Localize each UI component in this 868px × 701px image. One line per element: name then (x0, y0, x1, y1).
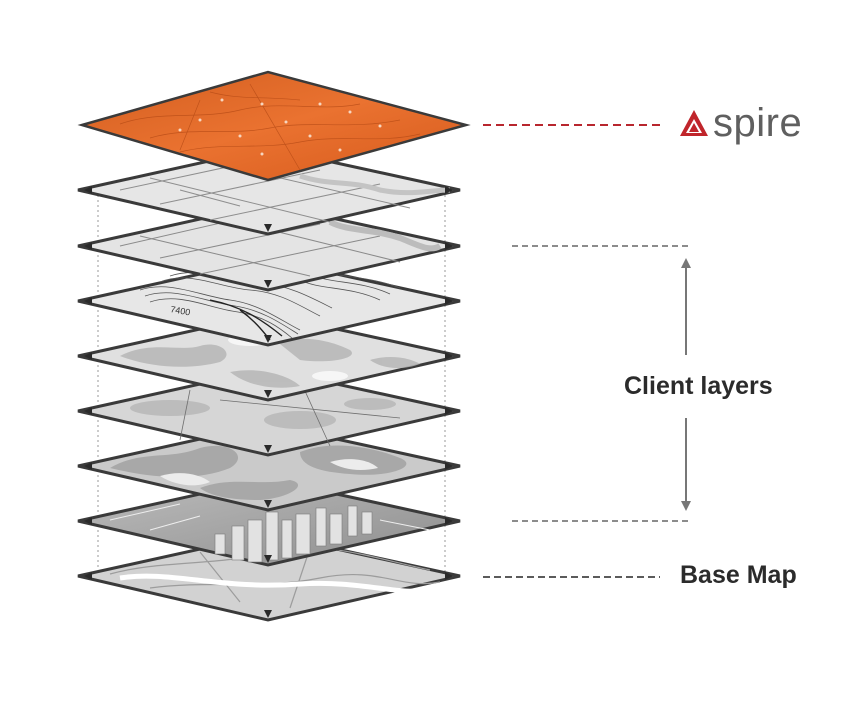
arrow-up-icon (681, 258, 691, 268)
corner-marker-icon (264, 280, 272, 288)
corner-marker-icon (445, 572, 453, 580)
corner-marker-icon (264, 555, 272, 563)
layer-hillshade (77, 312, 461, 402)
corner-marker-icon (445, 407, 453, 415)
corner-marker-icon (264, 500, 272, 508)
layer-landcover (77, 422, 461, 512)
arrow-down-icon (681, 501, 691, 511)
corner-marker-icon (445, 297, 453, 305)
corner-marker-icon (84, 462, 92, 470)
corner-marker-icon (445, 462, 453, 470)
corner-marker-icon (264, 445, 272, 453)
corner-marker-icon (445, 352, 453, 360)
corner-markers (84, 186, 453, 618)
base-map-label: Base Map (680, 561, 797, 589)
corner-marker-icon (84, 242, 92, 250)
corner-marker-icon (445, 517, 453, 525)
spire-logo-text: spire (713, 101, 803, 145)
contour-label: 7400 (170, 304, 191, 317)
corner-marker-icon (84, 352, 92, 360)
client-layers-label: Client layers (624, 372, 773, 400)
layer-spire-weather (77, 70, 471, 182)
corner-marker-icon (264, 335, 272, 343)
client-layers-bracket (512, 245, 692, 522)
corner-marker-icon (84, 517, 92, 525)
corner-marker-icon (264, 390, 272, 398)
weather-city-dots (178, 98, 382, 156)
corner-marker-icon (84, 407, 92, 415)
corner-marker-icon (84, 572, 92, 580)
layer-3d-city (77, 477, 461, 567)
spire-logo-icon (680, 110, 708, 136)
corner-marker-icon (264, 224, 272, 232)
corner-marker-icon (84, 186, 92, 194)
corner-marker-icon (264, 610, 272, 618)
corner-marker-icon (84, 297, 92, 305)
corner-marker-icon (445, 186, 453, 194)
corner-marker-icon (445, 242, 453, 250)
